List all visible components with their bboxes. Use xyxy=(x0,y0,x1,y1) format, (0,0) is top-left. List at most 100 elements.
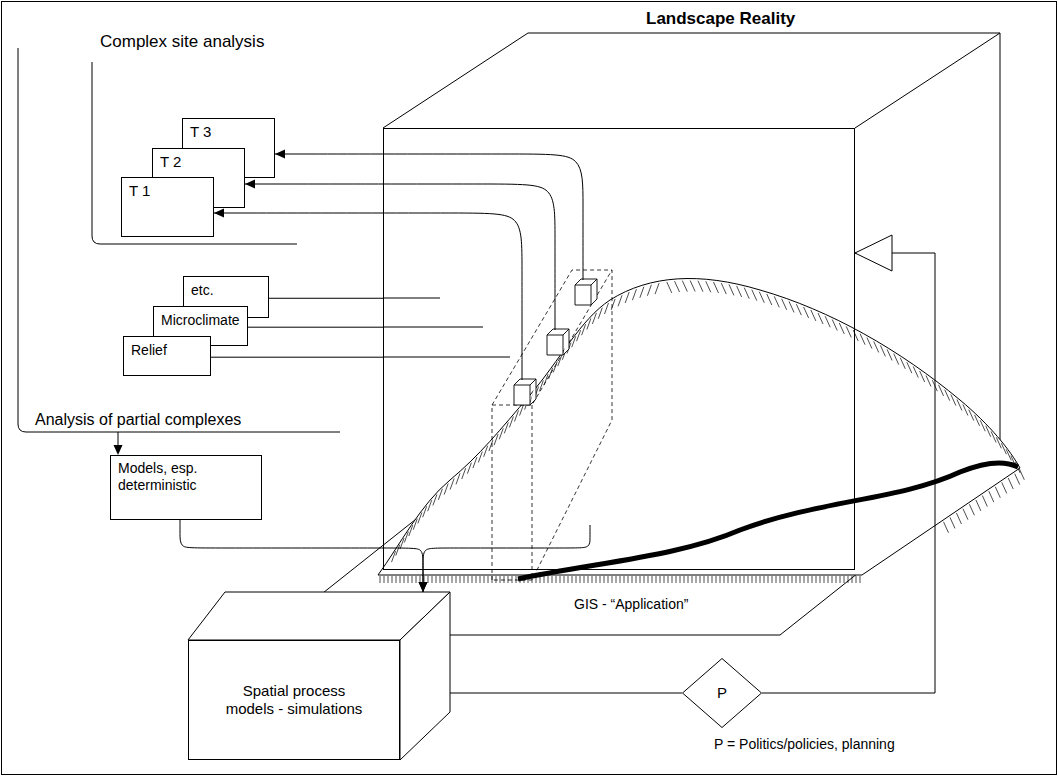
hatch-stroke xyxy=(945,390,950,401)
hatch-stroke xyxy=(516,576,517,583)
hatch-stroke xyxy=(796,576,797,583)
hatch-stroke xyxy=(748,576,749,583)
hatch-stroke xyxy=(444,484,448,495)
sample-column xyxy=(492,270,612,580)
hatch-stroke xyxy=(462,468,466,479)
hatch-stroke xyxy=(700,576,701,583)
connector xyxy=(275,154,583,280)
hatch-stroke xyxy=(488,576,489,583)
hatch-stroke xyxy=(996,437,1001,448)
hatch-stroke xyxy=(480,576,481,583)
river xyxy=(518,463,1018,579)
hatch-stroke xyxy=(388,576,389,583)
hatch-stroke xyxy=(380,576,381,583)
hatch-stroke xyxy=(560,576,561,583)
hatch-stroke xyxy=(752,290,757,301)
hatch-stroke xyxy=(632,576,633,583)
hatch-stroke xyxy=(887,349,892,360)
node-label: Microclimate xyxy=(161,312,240,329)
hatch-stroke xyxy=(764,576,765,583)
node-label: P xyxy=(717,684,727,702)
hatch-stroke xyxy=(782,299,787,310)
hatch-stroke xyxy=(664,576,665,583)
hatch-stroke xyxy=(675,281,680,292)
cube-title: Landscape Reality xyxy=(646,9,795,29)
hatch-stroke xyxy=(789,301,794,312)
hatch-stroke xyxy=(452,576,453,583)
hatch-stroke xyxy=(980,420,985,431)
annotation-label: P = Politics/policies, planning xyxy=(712,736,897,753)
connector xyxy=(211,357,383,358)
hatch-stroke xyxy=(804,576,805,583)
hatch-stroke xyxy=(496,576,497,583)
hatch-stroke xyxy=(428,500,432,511)
hatch-stroke xyxy=(975,415,980,426)
landscape-cube: Landscape Reality xyxy=(383,128,855,570)
hatch-stroke xyxy=(408,576,409,583)
hatch-stroke xyxy=(900,358,905,369)
hatch-stroke xyxy=(688,576,689,583)
analysis-box: T 1 xyxy=(121,177,214,237)
sample-cell xyxy=(514,379,536,405)
hatch-stroke xyxy=(424,576,425,583)
hatch-stroke xyxy=(720,576,721,583)
hatch-stroke xyxy=(592,313,596,324)
hatch-stroke xyxy=(464,576,465,583)
hatch-stroke xyxy=(478,452,482,463)
hatch-stroke xyxy=(969,504,974,515)
hatch-stroke xyxy=(484,446,488,457)
hatch-stroke xyxy=(963,509,968,520)
hatch-stroke xyxy=(468,576,469,583)
hatch-stroke xyxy=(982,496,987,507)
hatch-stroke xyxy=(392,576,393,583)
bracket-line xyxy=(18,48,340,432)
annotation-label: Analysis of partial complexes xyxy=(33,410,243,429)
arrowhead xyxy=(114,445,123,455)
hatch-stroke xyxy=(564,576,565,583)
hatch-stroke xyxy=(744,288,749,299)
hatch-stroke xyxy=(413,519,417,530)
hatch-stroke xyxy=(504,422,508,433)
hatch-stroke xyxy=(640,576,641,583)
terrain-hatching xyxy=(380,281,1024,583)
hatch-stroke xyxy=(549,368,553,379)
hatch-stroke xyxy=(576,576,577,583)
node-label: T 2 xyxy=(160,153,181,171)
decision-diamond: P xyxy=(682,658,762,728)
hatch-stroke xyxy=(568,576,569,583)
hatch-stroke xyxy=(951,395,956,406)
hatch-stroke xyxy=(800,576,801,583)
hatch-stroke xyxy=(504,576,505,583)
hatch-stroke xyxy=(553,361,557,372)
hatch-stroke xyxy=(816,576,817,583)
hatch-stroke xyxy=(484,576,485,583)
hatch-stroke xyxy=(874,341,879,352)
hatch-stroke xyxy=(860,334,865,345)
hatch-stroke xyxy=(616,576,617,583)
hatch-stroke xyxy=(608,576,609,583)
hatch-stroke xyxy=(428,576,429,583)
hatch-stroke xyxy=(1006,449,1011,460)
hatch-stroke xyxy=(640,287,644,298)
hatch-stroke xyxy=(672,576,673,583)
node-label: T 3 xyxy=(190,123,211,141)
hatch-stroke xyxy=(776,576,777,583)
hatch-stroke xyxy=(556,576,557,583)
sample-cell xyxy=(547,329,569,355)
hatch-stroke xyxy=(995,487,1000,498)
hatch-stroke xyxy=(396,545,400,556)
hatch-stroke xyxy=(473,457,477,468)
hatch-stroke xyxy=(660,576,661,583)
hatch-stroke xyxy=(456,473,460,484)
hatch-stroke xyxy=(956,513,961,524)
hatch-stroke xyxy=(436,576,437,583)
hatch-stroke xyxy=(740,576,741,583)
node-label: T 1 xyxy=(129,182,150,200)
hatch-stroke xyxy=(668,576,669,583)
hatch-stroke xyxy=(682,281,687,292)
hatch-stroke xyxy=(512,576,513,583)
hatch-stroke xyxy=(852,576,853,583)
hatch-stroke xyxy=(736,576,737,583)
hatch-stroke xyxy=(648,576,649,583)
